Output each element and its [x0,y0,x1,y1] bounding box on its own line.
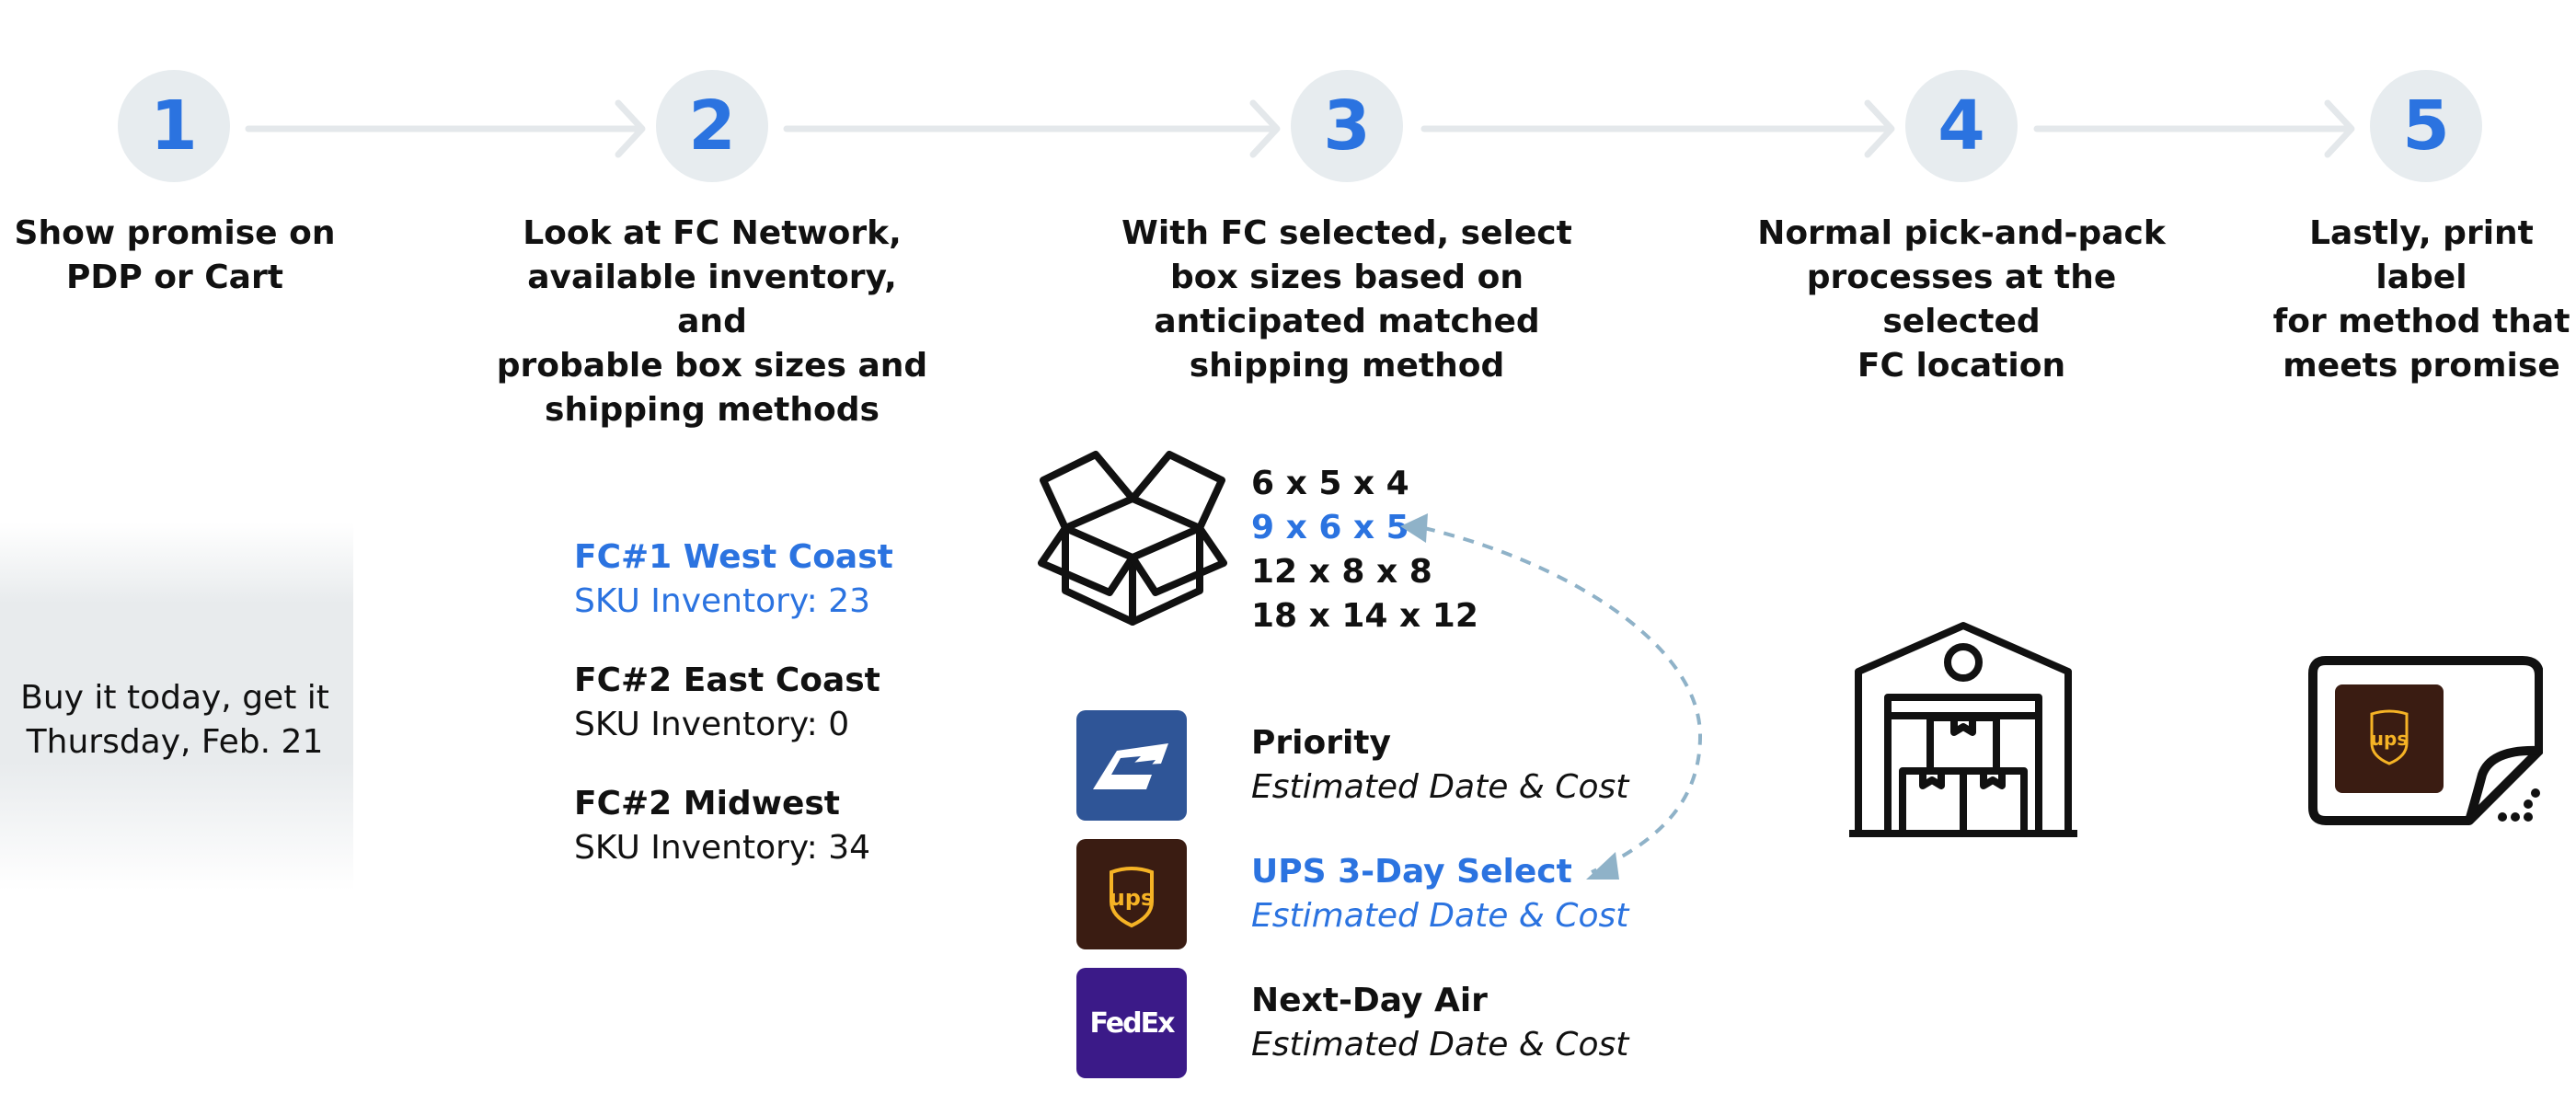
ups-shield-icon: ups [1110,867,1155,928]
fc-item-midwest: FC#2 Midwest SKU Inventory: 34 [574,782,870,870]
fc-name: FC#2 East Coast [574,661,880,699]
ups-logo: ups [1076,839,1187,949]
fedex-wordmark: FedEx [1089,1006,1176,1040]
fc-name: FC#1 West Coast [574,538,893,576]
step-5-description: Lastly, print label for method that meet… [2267,212,2576,388]
step-2-line-1: Look at FC Network, [523,214,902,252]
fc-name: FC#2 Midwest [574,785,841,822]
carrier-detail: Estimated Date & Cost [1251,1026,1629,1064]
fc-inventory: SKU Inventory: 23 [574,582,870,620]
warehouse-icon [1849,622,2077,837]
step-2-circle: 2 [656,70,768,182]
box-size-list: 6 x 5 x 4 9 x 6 x 5 12 x 8 x 8 18 x 14 x… [1251,462,1478,638]
step-3-line-1: With FC selected, select [1121,214,1572,252]
promise-message: Buy it today, get it Thursday, Feb. 21 [0,676,350,765]
svg-text:ups: ups [1110,885,1155,911]
fc-inventory: SKU Inventory: 0 [574,706,850,743]
carrier-priority: Priority Estimated Date & Cost [1251,721,1628,810]
step-1-circle: 1 [118,70,230,182]
step-2-number: 2 [688,86,736,166]
step-3-circle: 3 [1291,70,1403,182]
step-3-line-3: anticipated matched [1154,303,1540,340]
step-1-line-1: Show promise on [14,214,336,252]
step-4-number: 4 [1938,86,1985,166]
box-size-item: 18 x 14 x 12 [1251,597,1478,635]
fedex-logo: FedEx [1076,968,1187,1078]
step-4-line-3: FC location [1857,347,2066,385]
carrier-next-day-air: Next-Day Air Estimated Date & Cost [1251,979,1628,1067]
step-2-line-2: available inventory, and [527,259,897,340]
shipping-label-icon: ups [2308,656,2543,825]
usps-logo [1076,710,1187,821]
carrier-method: UPS 3-Day Select [1251,853,1572,891]
carrier-detail: Estimated Date & Cost [1251,768,1629,806]
step-5-line-3: meets promise [2283,347,2560,385]
box-size-item-selected: 9 x 6 x 5 [1251,509,1409,546]
step-2-description: Look at FC Network, available inventory,… [491,212,933,432]
usps-eagle-icon [1093,743,1168,789]
step-4-line-2: processes at the selected [1806,259,2117,340]
step-5-number: 5 [2402,86,2450,166]
step-4-circle: 4 [1905,70,2018,182]
step-2-line-3: probable box sizes and [496,347,928,385]
carrier-detail: Estimated Date & Cost [1251,897,1629,935]
step-5-circle: 5 [2370,70,2482,182]
fc-item-east-coast: FC#2 East Coast SKU Inventory: 0 [574,659,880,747]
connector-4-5-head [2324,99,2355,158]
step-5-line-1: Lastly, print label [2309,214,2534,296]
connector-2-3-head [1249,99,1281,158]
step-1-description: Show promise on PDP or Cart [9,212,340,300]
box-size-item: 12 x 8 x 8 [1251,553,1432,591]
carrier-method: Next-Day Air [1251,982,1488,1019]
promise-line-1: Buy it today, get it [20,679,329,717]
step-3-number: 3 [1323,86,1371,166]
fc-inventory: SKU Inventory: 34 [574,829,870,867]
fc-item-west-coast: FC#1 West Coast SKU Inventory: 23 [574,535,893,624]
carrier-method: Priority [1251,724,1391,762]
step-1-number: 1 [150,86,198,166]
promise-line-2: Thursday, Feb. 21 [26,723,324,761]
connector-1-2-head [615,99,646,158]
step-2-line-4: shipping methods [545,391,880,429]
step-4-description: Normal pick-and-pack processes at the se… [1722,212,2201,388]
step-5-line-2: for method that [2272,303,2570,340]
step-4-line-1: Normal pick-and-pack [1757,214,2166,252]
step-3-line-4: shipping method [1189,347,1505,385]
svg-text:ups: ups [2371,728,2408,750]
open-box-icon [1038,451,1227,626]
connector-3-4-head [1864,99,1895,158]
step-3-line-2: box sizes based on [1170,259,1524,296]
step-1-line-2: PDP or Cart [66,259,283,296]
step-3-description: With FC selected, select box sizes based… [1117,212,1577,388]
box-size-item: 6 x 5 x 4 [1251,465,1409,502]
promise-panel [0,523,353,891]
carrier-ups: UPS 3-Day Select Estimated Date & Cost [1251,850,1628,938]
